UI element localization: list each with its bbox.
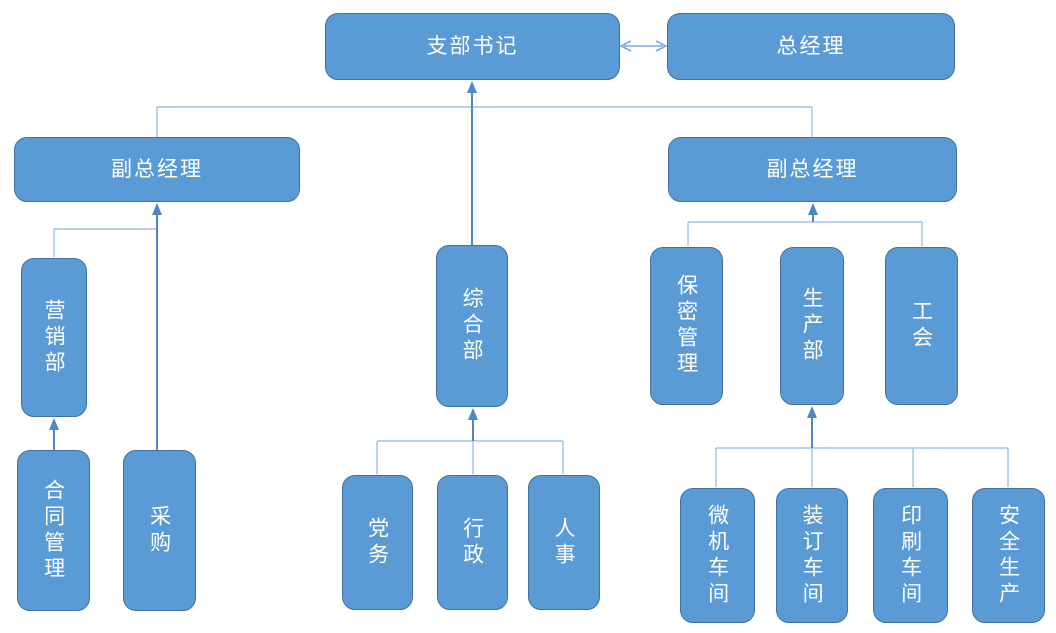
arrowhead-into-branch-secretary [467, 81, 477, 93]
arrowhead-into-general-affairs [468, 408, 478, 420]
node-binding-label: 装订车间 [800, 503, 825, 608]
double-arrow-secretary-gm [619, 40, 668, 52]
node-branch-secretary[interactable]: 支部书记 [325, 13, 620, 80]
node-branch-secretary-label: 支部书记 [426, 34, 519, 59]
node-union-label: 工会 [909, 300, 934, 352]
node-marketing-label: 营销部 [42, 298, 67, 377]
node-deputy-left-label: 副总经理 [111, 157, 203, 182]
node-procurement-label: 采购 [147, 504, 172, 557]
node-general-manager[interactable]: 总经理 [667, 13, 955, 80]
node-deputy-general-manager-right[interactable]: 副总经理 [668, 137, 957, 202]
node-contract-management[interactable]: 合同管理 [17, 450, 90, 611]
node-general-affairs-label: 综合部 [460, 287, 485, 365]
arrowhead-into-marketing [49, 418, 59, 430]
node-general-manager-label: 总经理 [776, 34, 846, 59]
node-confidentiality-management[interactable]: 保密管理 [650, 247, 723, 405]
node-printing-label: 印刷车间 [898, 503, 923, 608]
connector-production-children [715, 447, 1009, 487]
node-deputy-right-label: 副总经理 [766, 157, 859, 182]
node-party-label: 党务 [365, 516, 390, 569]
node-admin-label: 行政 [460, 516, 485, 569]
node-hr-label: 人事 [552, 516, 577, 569]
node-administration[interactable]: 行政 [437, 475, 508, 610]
node-contract-label: 合同管理 [41, 478, 66, 583]
node-confidentiality-label: 保密管理 [674, 274, 699, 378]
node-work-safety[interactable]: 安全生产 [972, 488, 1045, 623]
node-safety-label: 安全生产 [996, 503, 1021, 608]
connector-top-tier [156, 106, 813, 137]
node-general-affairs-dept[interactable]: 综合部 [436, 245, 508, 407]
node-production-label: 生产部 [800, 287, 825, 365]
node-computer-workshop[interactable]: 微机车间 [680, 488, 755, 623]
arrowhead-into-deputy-right [808, 203, 818, 215]
node-party-affairs[interactable]: 党务 [342, 475, 413, 610]
node-human-resources[interactable]: 人事 [528, 475, 600, 610]
node-binding-workshop[interactable]: 装订车间 [776, 488, 848, 623]
node-deputy-general-manager-left[interactable]: 副总经理 [14, 137, 300, 202]
connector-marketing-elbow [53, 228, 156, 257]
node-marketing-dept[interactable]: 营销部 [21, 258, 87, 417]
node-procurement[interactable]: 采购 [123, 450, 196, 611]
arrowhead-into-production [807, 406, 817, 418]
arrowhead-into-deputy-left [152, 203, 162, 215]
node-labor-union[interactable]: 工会 [885, 247, 958, 405]
node-computer-label: 微机车间 [705, 503, 730, 608]
node-production-dept[interactable]: 生产部 [780, 247, 844, 405]
connector-general-affairs-children [376, 440, 564, 474]
connector-deputy-right-children [687, 221, 923, 246]
node-printing-workshop[interactable]: 印刷车间 [873, 488, 948, 623]
